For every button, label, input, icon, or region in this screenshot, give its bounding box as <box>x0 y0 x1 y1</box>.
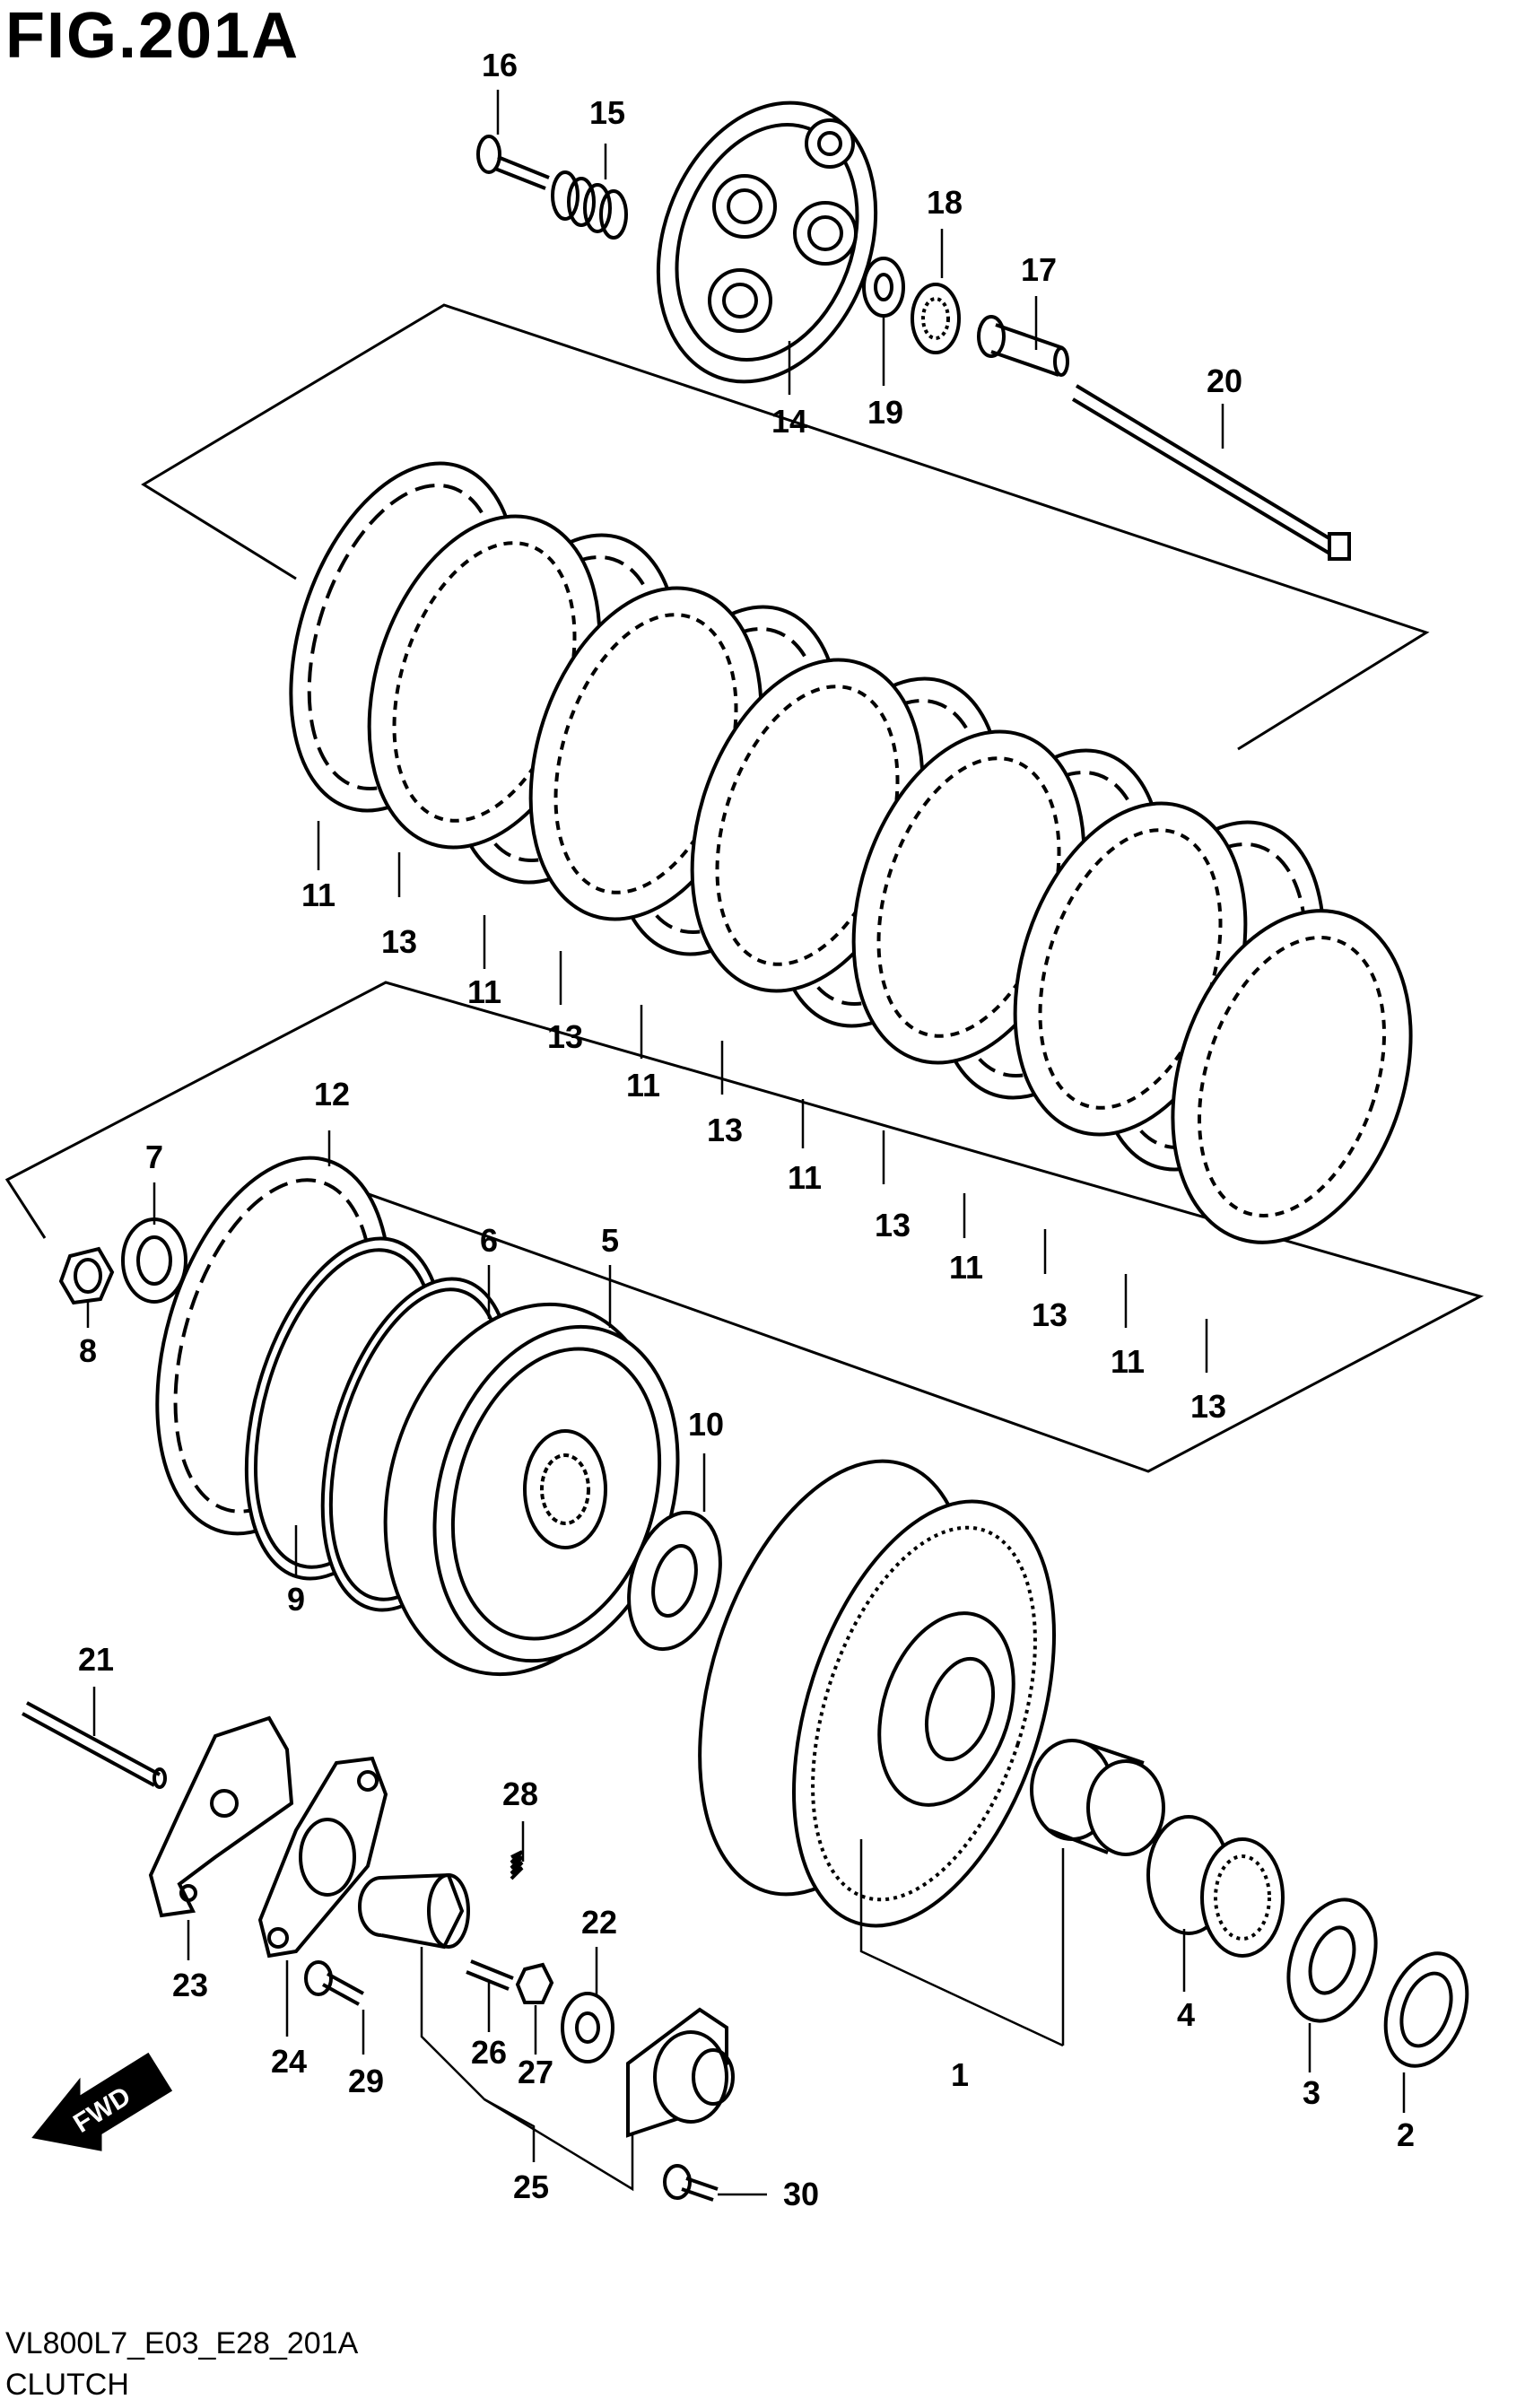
clutch-nut <box>58 1246 115 1305</box>
diagram-code: VL800L7_E03_E28_201A <box>5 2326 359 2360</box>
callout-13: 13 <box>1032 1296 1068 1333</box>
callouts: 16 15 14 19 18 17 20 11 13 11 13 11 13 1… <box>78 47 1415 2212</box>
callout-13: 13 <box>707 1112 743 1148</box>
callout-12: 12 <box>314 1076 350 1112</box>
needle-bearing <box>1146 1815 1285 1958</box>
fwd-badge: FWD <box>31 2052 173 2151</box>
callout-6: 6 <box>480 1222 498 1259</box>
callout-26: 26 <box>471 2034 507 2071</box>
callout-8: 8 <box>79 1332 97 1369</box>
callout-10: 10 <box>688 1406 724 1443</box>
callout-19: 19 <box>867 394 903 431</box>
release-adjuster <box>561 1992 614 2063</box>
callout-30: 30 <box>783 2176 819 2212</box>
callout-9: 9 <box>287 1581 305 1618</box>
callout-11: 11 <box>467 973 501 1010</box>
sleeve-hub <box>383 1302 680 1677</box>
release-spring <box>510 1850 524 1880</box>
callout-15: 15 <box>589 94 625 131</box>
callout-28: 28 <box>502 1775 538 1812</box>
callout-11: 11 <box>626 1067 660 1104</box>
callout-21: 21 <box>78 1641 114 1678</box>
callout-13: 13 <box>875 1207 911 1243</box>
callout-3: 3 <box>1303 2074 1320 2111</box>
callout-4: 4 <box>1177 1996 1195 2033</box>
diagram-caption: CLUTCH <box>5 2368 129 2402</box>
callout-17: 17 <box>1021 251 1057 288</box>
hub-washer <box>121 1217 187 1304</box>
callout-7: 7 <box>145 1139 163 1175</box>
callout-13: 13 <box>547 1018 583 1055</box>
release-pin <box>977 315 1069 377</box>
clutch-spring <box>551 170 628 240</box>
release-bracket <box>148 1715 294 1918</box>
mount-bolt <box>304 1960 364 2006</box>
callout-23: 23 <box>172 1967 208 2003</box>
callout-11: 11 <box>1111 1343 1145 1380</box>
callout-13: 13 <box>381 923 417 960</box>
primary-driven-gear-housing <box>698 1459 1056 1928</box>
spring-bolt <box>476 135 550 190</box>
callout-14: 14 <box>771 403 807 440</box>
callout-11: 11 <box>301 877 336 913</box>
thrust-washer-rear <box>1286 1898 1378 2023</box>
push-rod <box>1071 384 1351 561</box>
callout-18: 18 <box>927 184 963 221</box>
plate-stack-lower-outline <box>4 981 1485 1473</box>
callout-2: 2 <box>1397 2116 1415 2153</box>
spacer <box>1030 1739 1165 1856</box>
callout-13: 13 <box>1190 1388 1226 1425</box>
callout-11: 11 <box>949 1249 983 1286</box>
callout-5: 5 <box>601 1222 619 1259</box>
oil-seal <box>1383 1951 1469 2068</box>
forward-arrow-icon <box>31 2052 173 2151</box>
leader-lines <box>86 90 1406 2196</box>
release-rod <box>22 1701 167 1789</box>
release-gasket <box>257 1756 388 1959</box>
callout-11: 11 <box>788 1159 822 1196</box>
pressure-plate <box>656 100 878 384</box>
release-washer <box>862 257 905 318</box>
figure-title: FIG.201A <box>5 0 301 72</box>
release-nut <box>515 1962 554 2004</box>
plate-stack-upper-outline <box>141 303 1430 751</box>
cover-bolt <box>663 2164 719 2202</box>
callout-1: 1 <box>951 2056 969 2093</box>
release-bolt-small <box>466 1959 514 1991</box>
release-cam <box>358 1872 470 1950</box>
callout-29: 29 <box>348 2063 384 2099</box>
plate-stack <box>289 461 1413 1244</box>
release-bearing <box>911 283 961 354</box>
callout-24: 24 <box>271 2043 307 2080</box>
callout-16: 16 <box>482 47 518 83</box>
callout-27: 27 <box>518 2054 553 2090</box>
thrust-washer <box>627 1510 722 1652</box>
callout-25: 25 <box>513 2168 549 2205</box>
release-cover <box>626 2007 735 2138</box>
callout-20: 20 <box>1207 362 1242 399</box>
callout-22: 22 <box>581 1904 617 1941</box>
